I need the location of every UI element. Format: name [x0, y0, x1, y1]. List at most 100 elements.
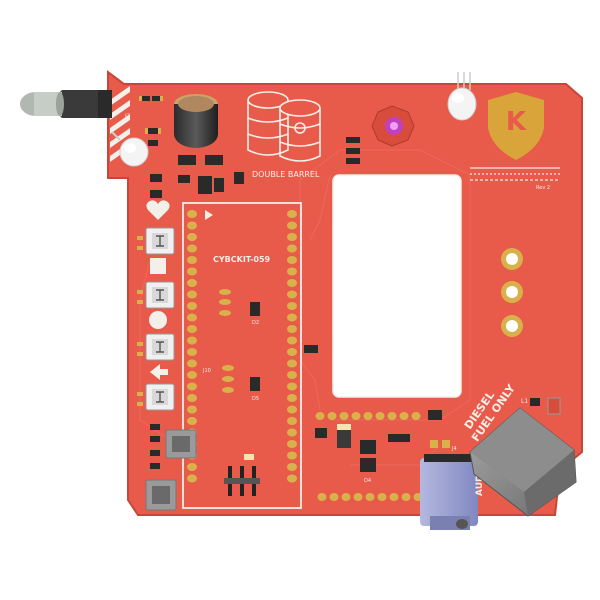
module-pin	[287, 348, 297, 356]
module-pin	[287, 313, 297, 322]
module-pin	[287, 325, 297, 333]
rev-label: Rev 2	[536, 185, 550, 191]
module-pin	[187, 244, 197, 253]
aud-label: AUD	[475, 475, 485, 496]
module-pin	[287, 440, 297, 448]
module-pin	[187, 267, 197, 276]
ref-l1: L1	[521, 398, 528, 405]
module-pin	[187, 256, 197, 264]
header-pin	[317, 493, 327, 501]
barrel-icon	[247, 91, 321, 162]
header-pin	[329, 493, 339, 501]
button-heart[interactable]	[145, 227, 175, 255]
module-pins	[187, 210, 297, 483]
button-circle[interactable]	[145, 333, 175, 361]
bottom-pin-rows	[315, 412, 423, 501]
edge-stripes	[110, 86, 130, 162]
button-square[interactable]	[145, 281, 175, 309]
module-pin	[287, 221, 297, 230]
module-pin	[287, 256, 297, 264]
module-pin	[187, 463, 197, 471]
module-pin	[187, 290, 197, 299]
header-pin	[327, 412, 337, 420]
module-pin	[187, 221, 197, 230]
module-pin	[287, 336, 297, 345]
header-pin	[351, 412, 361, 420]
square-icon	[150, 258, 166, 274]
play-icon	[205, 210, 213, 220]
module-pin	[187, 382, 197, 391]
ref-j3: J3	[124, 113, 131, 120]
header-pin	[377, 493, 387, 501]
module-pin	[287, 405, 297, 414]
reset-button[interactable]	[165, 429, 197, 459]
header-pin	[401, 493, 411, 501]
module-pin	[187, 313, 197, 322]
module-pin	[187, 210, 197, 218]
module-pin	[287, 290, 297, 299]
module-pin	[187, 302, 197, 310]
module-pin	[287, 474, 297, 483]
button-arrow[interactable]	[145, 383, 175, 411]
module-pin	[187, 474, 197, 483]
module-pin	[187, 279, 197, 287]
double-barrel-label: DOUBLE BARREL	[252, 170, 320, 179]
module-pin	[187, 348, 197, 356]
ref-d4: D4	[364, 478, 371, 484]
module-pin	[187, 405, 197, 414]
module-pin	[287, 428, 297, 437]
shield-logo: K	[488, 92, 544, 160]
white-led-right	[447, 72, 477, 121]
capacitor	[174, 94, 218, 148]
module-pin	[187, 359, 197, 368]
purple-led-button[interactable]	[371, 105, 415, 147]
ir-led	[20, 90, 112, 118]
module-pin	[287, 463, 297, 471]
ref-d5: D5	[252, 396, 259, 402]
module-pin	[287, 233, 297, 241]
module-pin	[287, 244, 297, 253]
module-pin	[287, 359, 297, 368]
module-pin	[287, 417, 297, 425]
module-pin	[187, 233, 197, 241]
module-pin	[287, 210, 297, 218]
module-pin	[187, 336, 197, 345]
header-pin	[387, 412, 397, 420]
module-pin	[287, 267, 297, 276]
header-pin	[375, 412, 385, 420]
module-outline	[182, 202, 302, 509]
header-pin	[399, 412, 409, 420]
dc-power-jack[interactable]	[469, 407, 577, 517]
header-pin	[389, 493, 399, 501]
pin-header	[224, 466, 260, 496]
white-led-left	[111, 131, 149, 167]
ref-j10: J10	[202, 368, 211, 374]
board-cutout	[332, 174, 462, 398]
module-pin	[187, 325, 197, 333]
module-pin	[187, 394, 197, 402]
svg-text:K: K	[506, 107, 527, 137]
header-pin	[339, 412, 349, 420]
module-pin	[287, 394, 297, 402]
heart-icon	[146, 200, 170, 220]
ref-d2: D2	[252, 320, 259, 326]
header-pin	[353, 493, 363, 501]
circle-icon	[149, 311, 167, 329]
header-pin	[315, 412, 325, 420]
audio-jack[interactable]	[420, 454, 478, 530]
module-label: CYBCKIT-059	[213, 255, 271, 264]
mounting-vias	[501, 248, 523, 337]
program-button[interactable]	[145, 479, 177, 511]
module-pin	[187, 417, 197, 425]
header-pin	[411, 412, 421, 420]
header-pin	[363, 412, 373, 420]
module-pin	[287, 451, 297, 460]
module-pin	[287, 279, 297, 287]
header-pin	[365, 493, 375, 501]
module-pin	[187, 371, 197, 379]
module-pin	[287, 371, 297, 379]
module-pin	[287, 302, 297, 310]
module-pin	[287, 382, 297, 391]
header-pin	[341, 493, 351, 501]
